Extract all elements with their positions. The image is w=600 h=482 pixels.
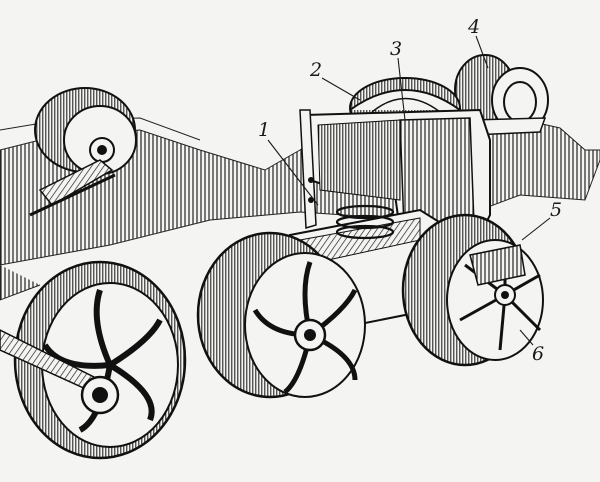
front-road-wheel — [196, 231, 366, 399]
callout-leaders — [267, 35, 551, 346]
rear-road-wheel — [401, 213, 544, 367]
callout-labels: 1 2 3 4 5 6 — [258, 16, 562, 365]
callout-3: 3 — [390, 38, 402, 60]
callout-5: 5 — [550, 199, 562, 221]
callout-6: 6 — [532, 343, 544, 365]
track-strip — [0, 265, 41, 301]
callout-2: 2 — [309, 59, 322, 81]
left-return-roller — [29, 87, 137, 217]
left-road-wheel — [0, 260, 187, 460]
callout-1: 1 — [258, 119, 270, 141]
callout-4: 4 — [467, 16, 480, 38]
rear-return-roller — [454, 54, 549, 136]
